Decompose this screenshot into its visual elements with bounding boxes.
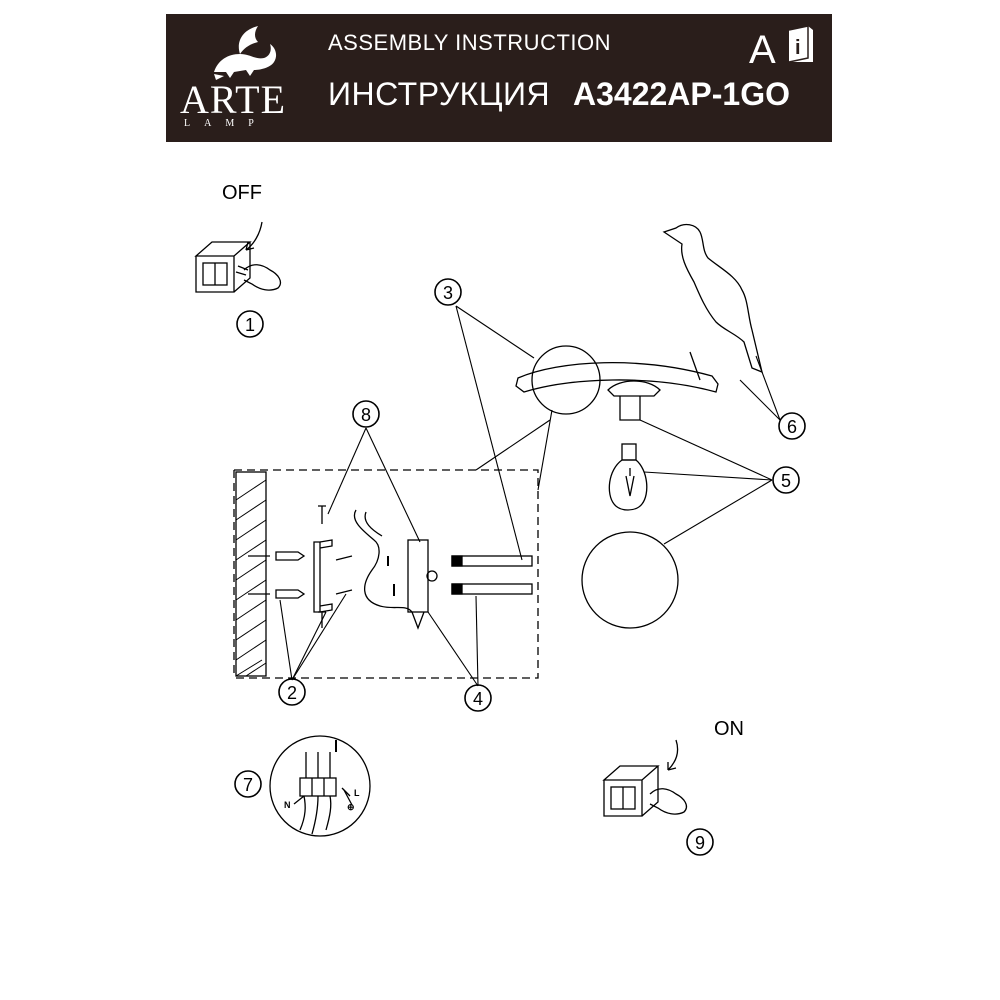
- model-number: A3422AP-1GO: [573, 76, 790, 112]
- lamp-body: [515, 345, 719, 421]
- wiring-detail-inset: N L ⊕: [269, 735, 371, 837]
- wall-switch-icon: [602, 765, 660, 817]
- wire-label-l: L: [354, 788, 360, 798]
- logo-subtitle: LAMP: [184, 118, 268, 129]
- info-book-icon: i: [788, 25, 813, 63]
- mounting-area: [233, 469, 539, 679]
- callout-circle: [236, 310, 264, 338]
- title-russian: ИНСТРУКЦИЯ: [328, 76, 551, 112]
- header-banner: ARTE LAMP ASSEMBLY INSTRUCTION ИНСТРУКЦИ…: [166, 14, 832, 142]
- callout-2: 2: [287, 683, 297, 703]
- mounting-bracket-icon: [313, 539, 333, 613]
- callout-1: 1: [245, 315, 255, 335]
- svg-text:i: i: [795, 37, 801, 59]
- press-arrow-icon: [245, 221, 263, 251]
- leader-lines: [279, 305, 781, 687]
- wall-switch-on: [602, 739, 688, 817]
- callout-circle: [686, 828, 714, 856]
- hand-icon: [243, 264, 282, 291]
- callout-circle: [278, 678, 306, 706]
- callout-circle: [778, 412, 806, 440]
- language-letter: A: [749, 28, 776, 72]
- callout-circle: [234, 770, 262, 798]
- screw-icon: [318, 505, 353, 628]
- ground-icon: ⊕: [347, 802, 355, 812]
- off-label: OFF: [222, 182, 262, 204]
- press-arrow-icon: [667, 739, 679, 771]
- griffin-logo-icon: [214, 26, 277, 80]
- callout-circle: [772, 466, 800, 494]
- light-bulb-icon: [608, 443, 648, 511]
- callout-3: 3: [443, 283, 453, 303]
- title-english: ASSEMBLY INSTRUCTION: [328, 30, 612, 55]
- callout-9: 9: [695, 833, 705, 853]
- wall-switch-off: [194, 221, 282, 293]
- wall-switch-icon: [194, 241, 252, 293]
- wiring-assembly: [353, 509, 438, 630]
- on-label: ON: [714, 718, 744, 740]
- callout-circle: [352, 400, 380, 428]
- callout-7: 7: [243, 775, 253, 795]
- hand-icon: [649, 788, 688, 815]
- bird-figure-icon: [662, 223, 763, 374]
- mounting-rods: [451, 555, 533, 595]
- wall-plug-icon: [275, 551, 306, 599]
- glass-shade-icon: [581, 531, 679, 629]
- callout-8: 8: [361, 405, 371, 425]
- logo-brand: ARTE: [180, 77, 287, 122]
- callout-4: 4: [473, 689, 483, 709]
- callout-markers: [234, 278, 806, 856]
- terminal-block-icon: [299, 752, 337, 797]
- callout-6: 6: [787, 417, 797, 437]
- wire-label-n: N: [284, 800, 291, 810]
- callout-5: 5: [781, 471, 791, 491]
- callout-circle: [464, 684, 492, 712]
- callout-circle: [434, 278, 462, 306]
